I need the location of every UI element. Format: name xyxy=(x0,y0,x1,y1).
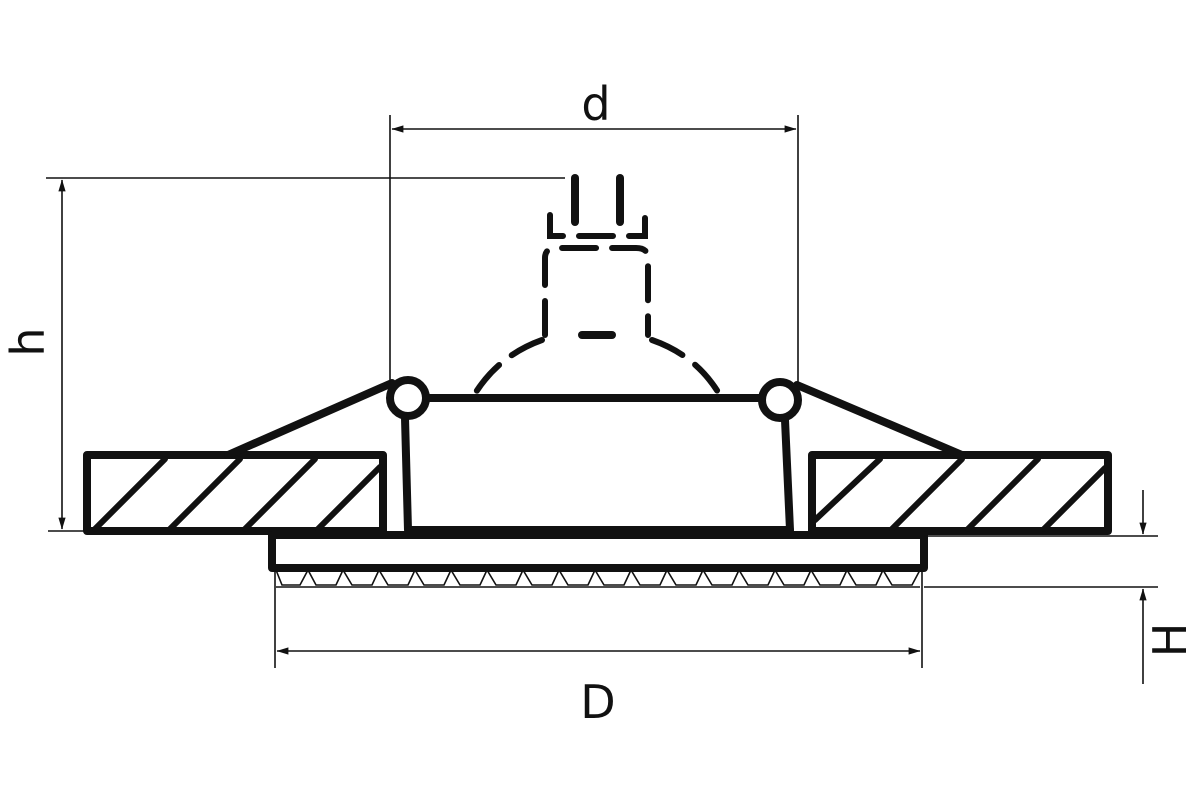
ceiling-panel-right xyxy=(808,451,1112,535)
decorative-ring xyxy=(268,531,928,588)
dimension-h xyxy=(46,177,565,532)
housing-body xyxy=(406,394,794,534)
label-D: D xyxy=(580,675,615,729)
dimension-H xyxy=(924,490,1158,684)
label-d: d xyxy=(581,77,610,131)
dimension-d xyxy=(389,115,799,385)
ceiling-panel-left xyxy=(83,451,387,535)
spring-clip-left xyxy=(224,376,430,534)
label-H: H xyxy=(1143,623,1197,658)
dimension-D xyxy=(274,570,923,668)
lamp-mr16-dashed xyxy=(473,174,721,395)
label-h: h xyxy=(1,327,55,356)
